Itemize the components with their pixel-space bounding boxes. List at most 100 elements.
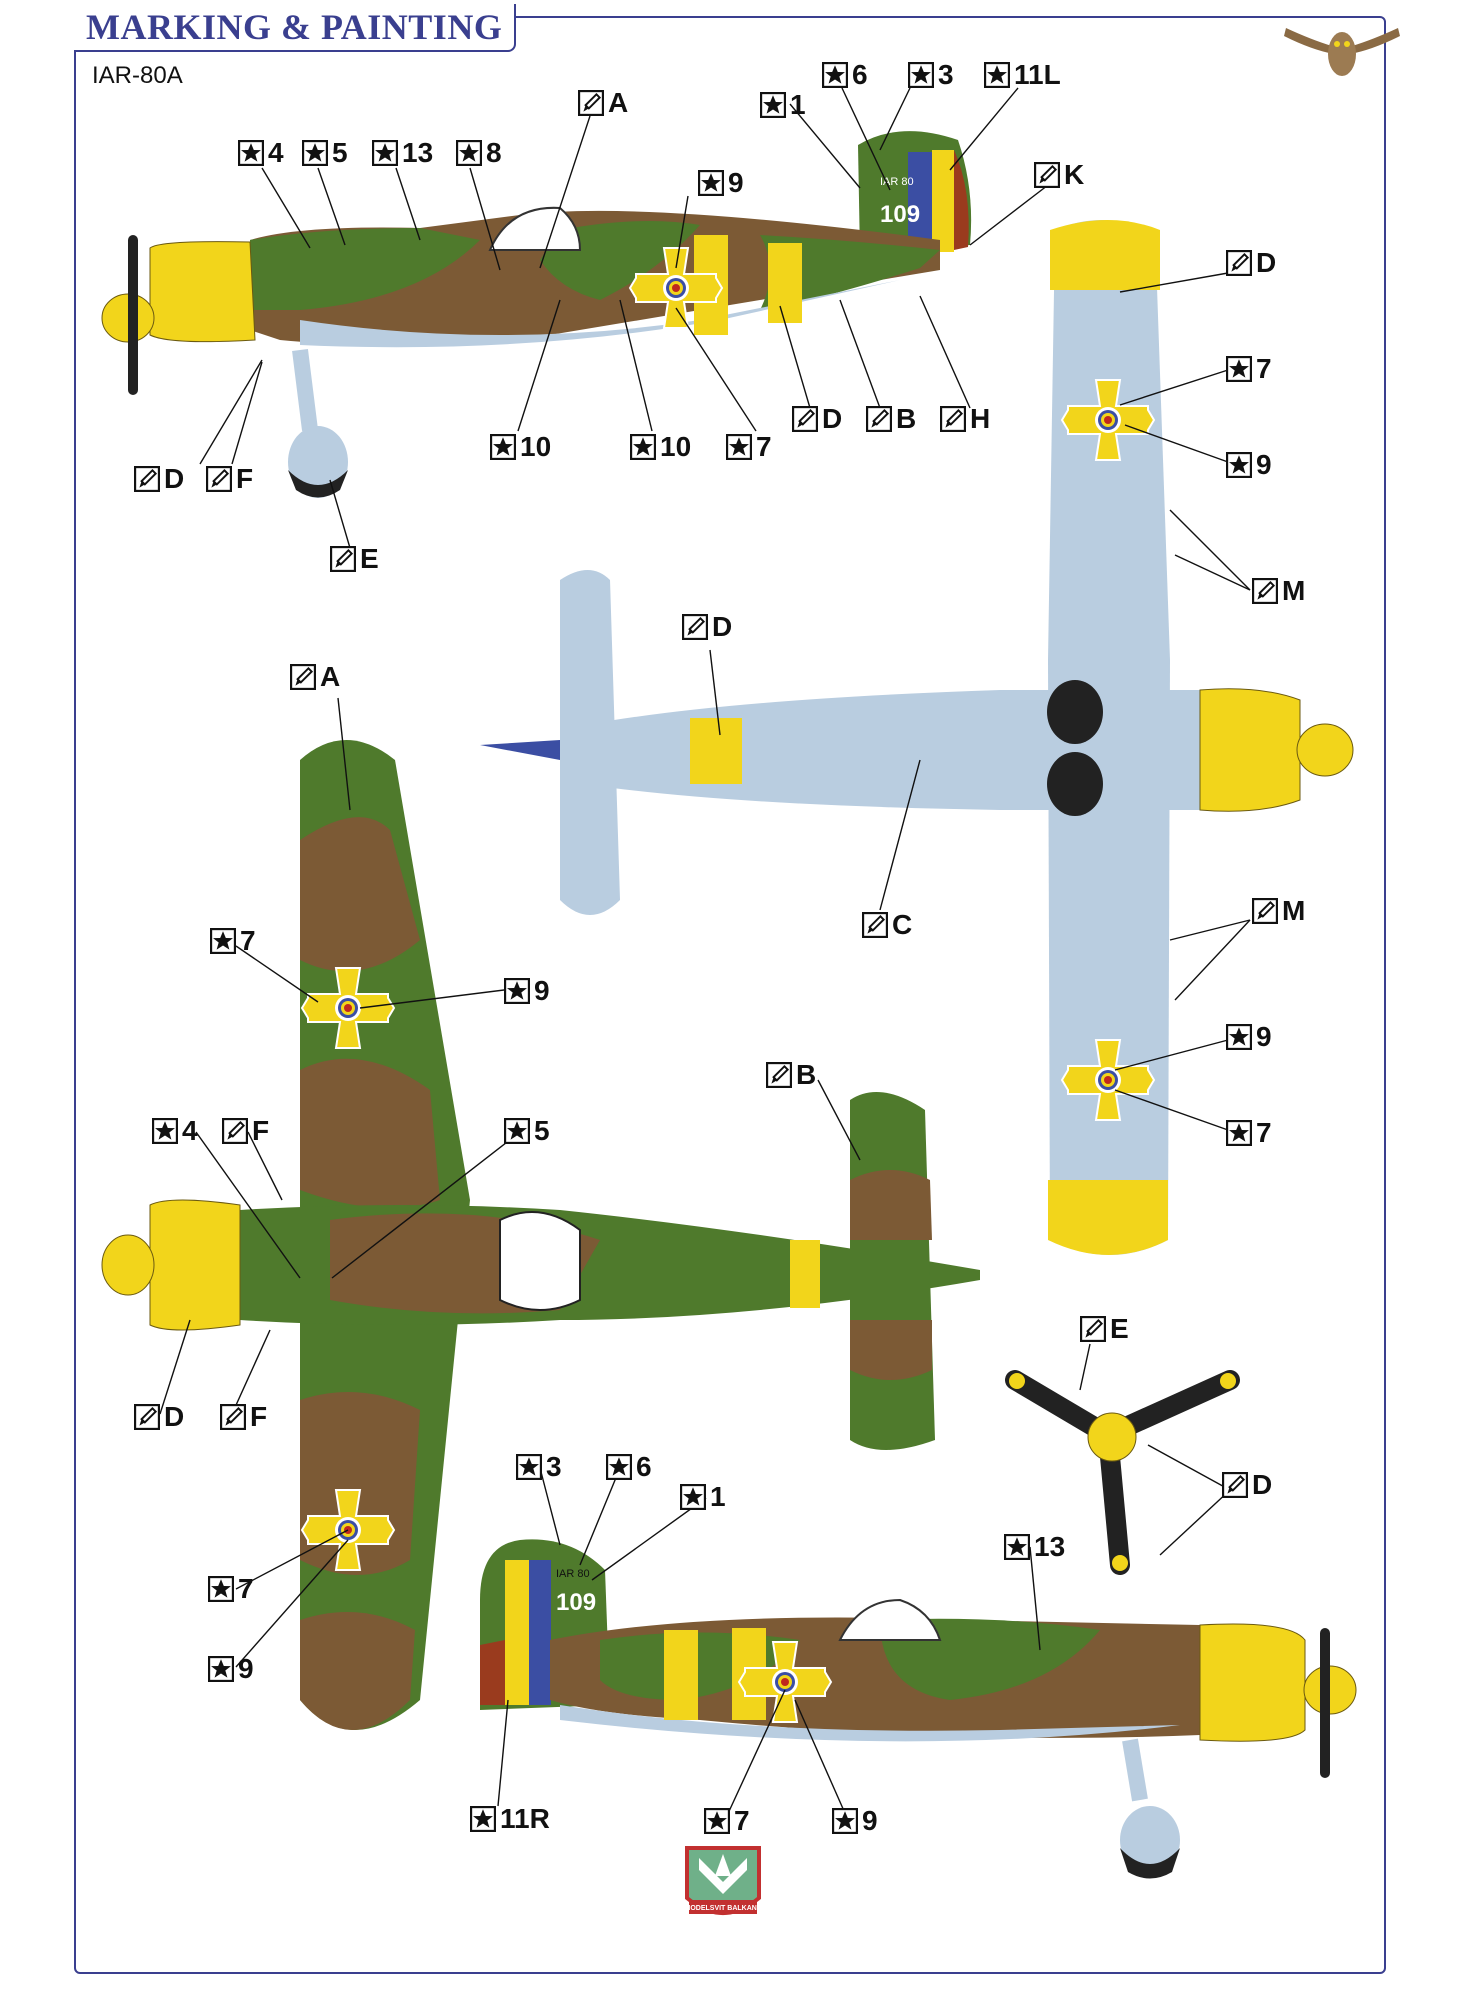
svg-text:H: H [970, 403, 990, 434]
callout-decal-9b: 9 [208, 1653, 254, 1684]
svg-text:3: 3 [546, 1451, 562, 1482]
svg-text:D: D [712, 611, 732, 642]
callout-decal-7b: 7 [1226, 1117, 1272, 1148]
svg-text:9: 9 [534, 975, 550, 1006]
callout-paint-F: F [206, 463, 253, 494]
fuselage-underside [560, 690, 1200, 810]
propeller-view [1005, 1370, 1240, 1575]
svg-text:7: 7 [240, 925, 256, 956]
svg-text:9: 9 [862, 1805, 878, 1836]
svg-text:D: D [1256, 247, 1276, 278]
callout-decal-6: 6 [606, 1451, 652, 1482]
left-side-profile: 109 IAR 80 [101, 131, 972, 498]
svg-text:F: F [250, 1401, 267, 1432]
svg-text:A: A [320, 661, 340, 692]
callouts-right: 3 6 1 13 11R 7 9 [470, 1451, 1065, 1836]
side-code-left: 109 [880, 201, 920, 228]
type-text-right: IAR 80 [556, 1568, 590, 1580]
svg-text:7: 7 [734, 1805, 750, 1836]
svg-text:4: 4 [182, 1115, 198, 1146]
callout-decal-7b: 7 [208, 1573, 254, 1604]
callout-paint-E: E [330, 543, 379, 574]
callout-paint-E: E [1080, 1313, 1129, 1344]
callout-paint-H: H [940, 403, 990, 434]
callout-paint-B: B [766, 1059, 816, 1090]
callout-paint-M: M [1252, 575, 1305, 606]
callout-paint-K: K [1034, 159, 1084, 190]
svg-text:F: F [236, 463, 253, 494]
svg-text:9: 9 [238, 1653, 254, 1684]
callout-decal-9: 9 [832, 1805, 878, 1836]
callout-decal-9: 9 [698, 167, 744, 198]
svg-text:1: 1 [710, 1481, 726, 1512]
callout-decal-1: 1 [680, 1481, 726, 1512]
callouts-prop: E D [1080, 1313, 1272, 1500]
svg-text:MODELSVIT BALKANS: MODELSVIT BALKANS [685, 1905, 762, 1912]
svg-text:3: 3 [938, 59, 954, 90]
callout-decal-7: 7 [210, 925, 256, 956]
svg-text:7: 7 [238, 1573, 254, 1604]
callouts-upper: A 7 9 4 F 5 B D F 7 9 [134, 661, 816, 1684]
owl-icon [1284, 28, 1400, 76]
svg-text:A: A [608, 87, 628, 118]
callout-decal-1: 1 [760, 89, 806, 120]
callout-decal-10b: 10 [630, 431, 691, 462]
svg-text:D: D [164, 463, 184, 494]
svg-text:M: M [1282, 895, 1305, 926]
callout-decal-8: 8 [456, 137, 502, 168]
svg-text:D: D [164, 1401, 184, 1432]
svg-text:8: 8 [486, 137, 502, 168]
leader-lines [159, 87, 1251, 1821]
callout-paint-A: A [290, 661, 340, 692]
svg-text:7: 7 [1256, 1117, 1272, 1148]
svg-text:9: 9 [1256, 1021, 1272, 1052]
svg-text:6: 6 [852, 59, 868, 90]
svg-text:E: E [1110, 1313, 1129, 1344]
cowl-left [149, 241, 256, 343]
svg-text:6: 6 [636, 1451, 652, 1482]
callouts-top: 4 5 13 8 A 1 6 3 11L 9 K D F 10 10 7 D B… [134, 59, 1084, 574]
underside-view [480, 220, 1354, 1255]
svg-text:11R: 11R [500, 1803, 550, 1834]
svg-text:9: 9 [728, 167, 744, 198]
svg-text:F: F [252, 1115, 269, 1146]
callout-decal-13: 13 [1004, 1531, 1065, 1562]
canopy-left [488, 206, 582, 251]
callout-paint-D2: D [682, 611, 732, 642]
callout-decal-10a: 10 [490, 431, 551, 462]
callout-decal-9: 9 [1226, 449, 1272, 480]
svg-text:1: 1 [790, 89, 806, 120]
callout-decal-3: 3 [908, 59, 954, 90]
brand-logo: MODELSVIT BALKANS [685, 1846, 762, 1915]
svg-text:C: C [892, 909, 912, 940]
callout-paint-C: C [862, 909, 912, 940]
callouts-underside: D 7 9 M D C M 9 7 [682, 247, 1305, 1148]
svg-text:13: 13 [1034, 1531, 1065, 1562]
callout-paint-F2: F [220, 1401, 267, 1432]
callout-decal-9b: 9 [1226, 1021, 1272, 1052]
svg-text:11L: 11L [1014, 59, 1061, 90]
callout-paint-D: D [1226, 247, 1276, 278]
svg-text:4: 4 [268, 137, 284, 168]
upper-surface-view [101, 740, 980, 1730]
type-text-left: IAR 80 [880, 176, 914, 188]
callout-paint-B: B [866, 403, 916, 434]
svg-text:10: 10 [660, 431, 691, 462]
page-title: MARKING & PAINTING [86, 7, 503, 47]
callout-decal-11L: 11L [984, 59, 1061, 90]
callout-paint-D: D [134, 463, 184, 494]
svg-text:7: 7 [1256, 353, 1272, 384]
svg-text:10: 10 [520, 431, 551, 462]
callout-paint-M2: M [1252, 895, 1305, 926]
callout-decal-11R: 11R [470, 1803, 550, 1834]
callout-decal-6: 6 [822, 59, 868, 90]
svg-text:7: 7 [756, 431, 772, 462]
title-tab: MARKING & PAINTING [74, 4, 517, 52]
callout-decal-13: 13 [372, 137, 433, 168]
tailplane-upper [850, 1092, 935, 1450]
svg-text:9: 9 [1256, 449, 1272, 480]
callout-paint-D2: D [792, 403, 842, 434]
callout-paint-D: D [134, 1401, 184, 1432]
svg-text:B: B [796, 1059, 816, 1090]
page-frame [74, 16, 1386, 1974]
